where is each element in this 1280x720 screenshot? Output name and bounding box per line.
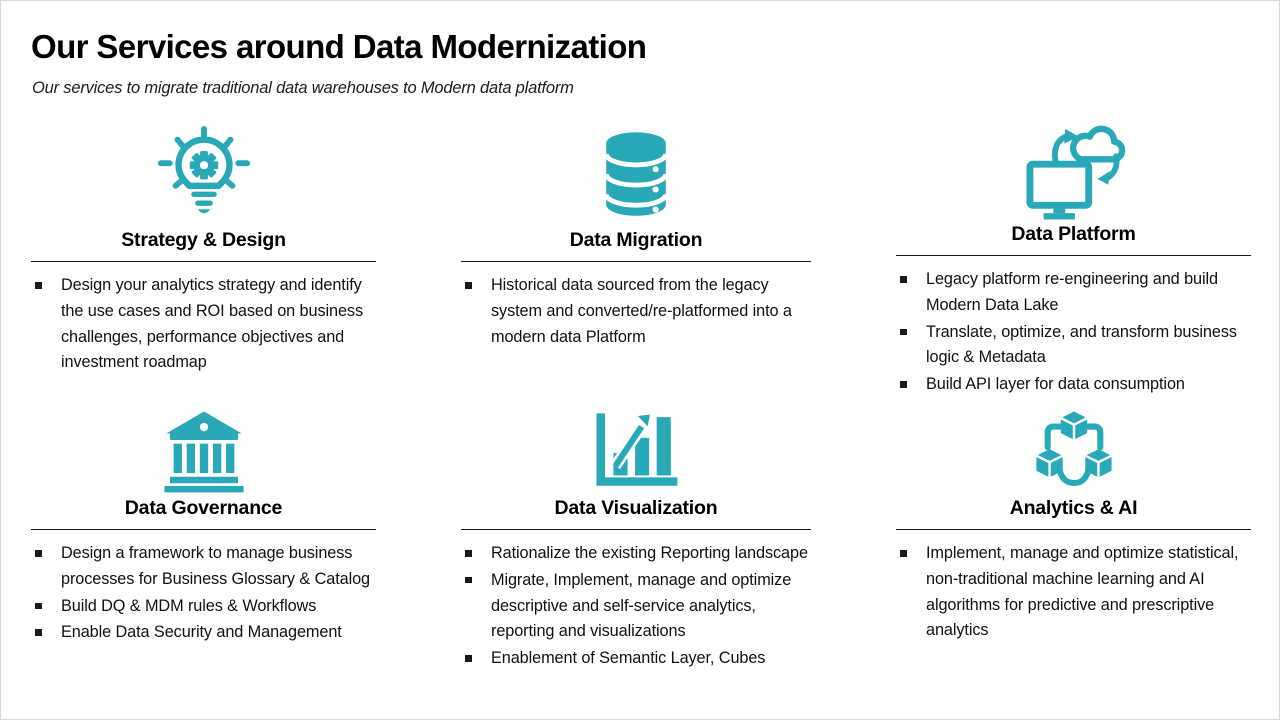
bullet-list: Legacy platform re-engineering and build…	[896, 267, 1251, 399]
bar-chart-growth-icon	[461, 399, 811, 497]
page-subtitle: Our services to migrate traditional data…	[32, 79, 574, 97]
page-title: Our Services around Data Modernization	[31, 28, 647, 65]
bullet-item: Build DQ & MDM rules & Workflows	[35, 594, 376, 620]
bullet-item: Rationalize the existing Reporting lands…	[465, 541, 811, 567]
computer-cloud-sync-icon	[896, 117, 1251, 223]
bullet-item: Build API layer for data consumption	[900, 372, 1251, 398]
bullet-list: Design your analytics strategy and ident…	[31, 273, 376, 377]
bullet-item: Translate, optimize, and transform busin…	[900, 320, 1251, 372]
bullet-item: Implement, manage and optimize statistic…	[900, 541, 1251, 644]
bullet-item: Migrate, Implement, manage and optimize …	[465, 568, 811, 645]
card-title: Data Platform	[896, 223, 1251, 257]
services-grid: Strategy & Design Design your analytics …	[31, 117, 1251, 673]
service-card-data-governance: Data Governance Design a framework to ma…	[31, 399, 376, 673]
lightbulb-gear-icon	[31, 117, 376, 229]
bullet-item: Historical data sourced from the legacy …	[465, 273, 811, 350]
service-card-strategy-design: Strategy & Design Design your analytics …	[31, 117, 376, 399]
bullet-list: Rationalize the existing Reporting lands…	[461, 541, 811, 673]
card-title: Data Visualization	[461, 497, 811, 530]
bullet-item: Legacy platform re-engineering and build…	[900, 267, 1251, 319]
bullet-item: Enable Data Security and Management	[35, 620, 376, 646]
bullet-item: Enablement of Semantic Layer, Cubes	[465, 646, 811, 672]
card-title: Data Migration	[461, 229, 811, 262]
service-card-data-platform: Data Platform Legacy platform re-enginee…	[896, 117, 1251, 399]
service-card-data-visualization: Data Visualization Rationalize the exist…	[461, 399, 811, 673]
card-title: Data Governance	[31, 497, 376, 530]
bullet-item: Design a framework to manage business pr…	[35, 541, 376, 593]
service-card-analytics-ai: Analytics & AI Implement, manage and opt…	[896, 399, 1251, 673]
bullet-list: Historical data sourced from the legacy …	[461, 273, 811, 351]
service-card-data-migration: Data Migration Historical data sourced f…	[461, 117, 811, 399]
card-title: Analytics & AI	[896, 497, 1251, 530]
database-icon	[461, 117, 811, 229]
bullet-list: Design a framework to manage business pr…	[31, 541, 376, 647]
bank-icon	[31, 399, 376, 497]
bullet-item: Design your analytics strategy and ident…	[35, 273, 376, 376]
bullet-list: Implement, manage and optimize statistic…	[896, 541, 1251, 645]
cubes-network-icon	[896, 399, 1251, 497]
card-title: Strategy & Design	[31, 229, 376, 262]
